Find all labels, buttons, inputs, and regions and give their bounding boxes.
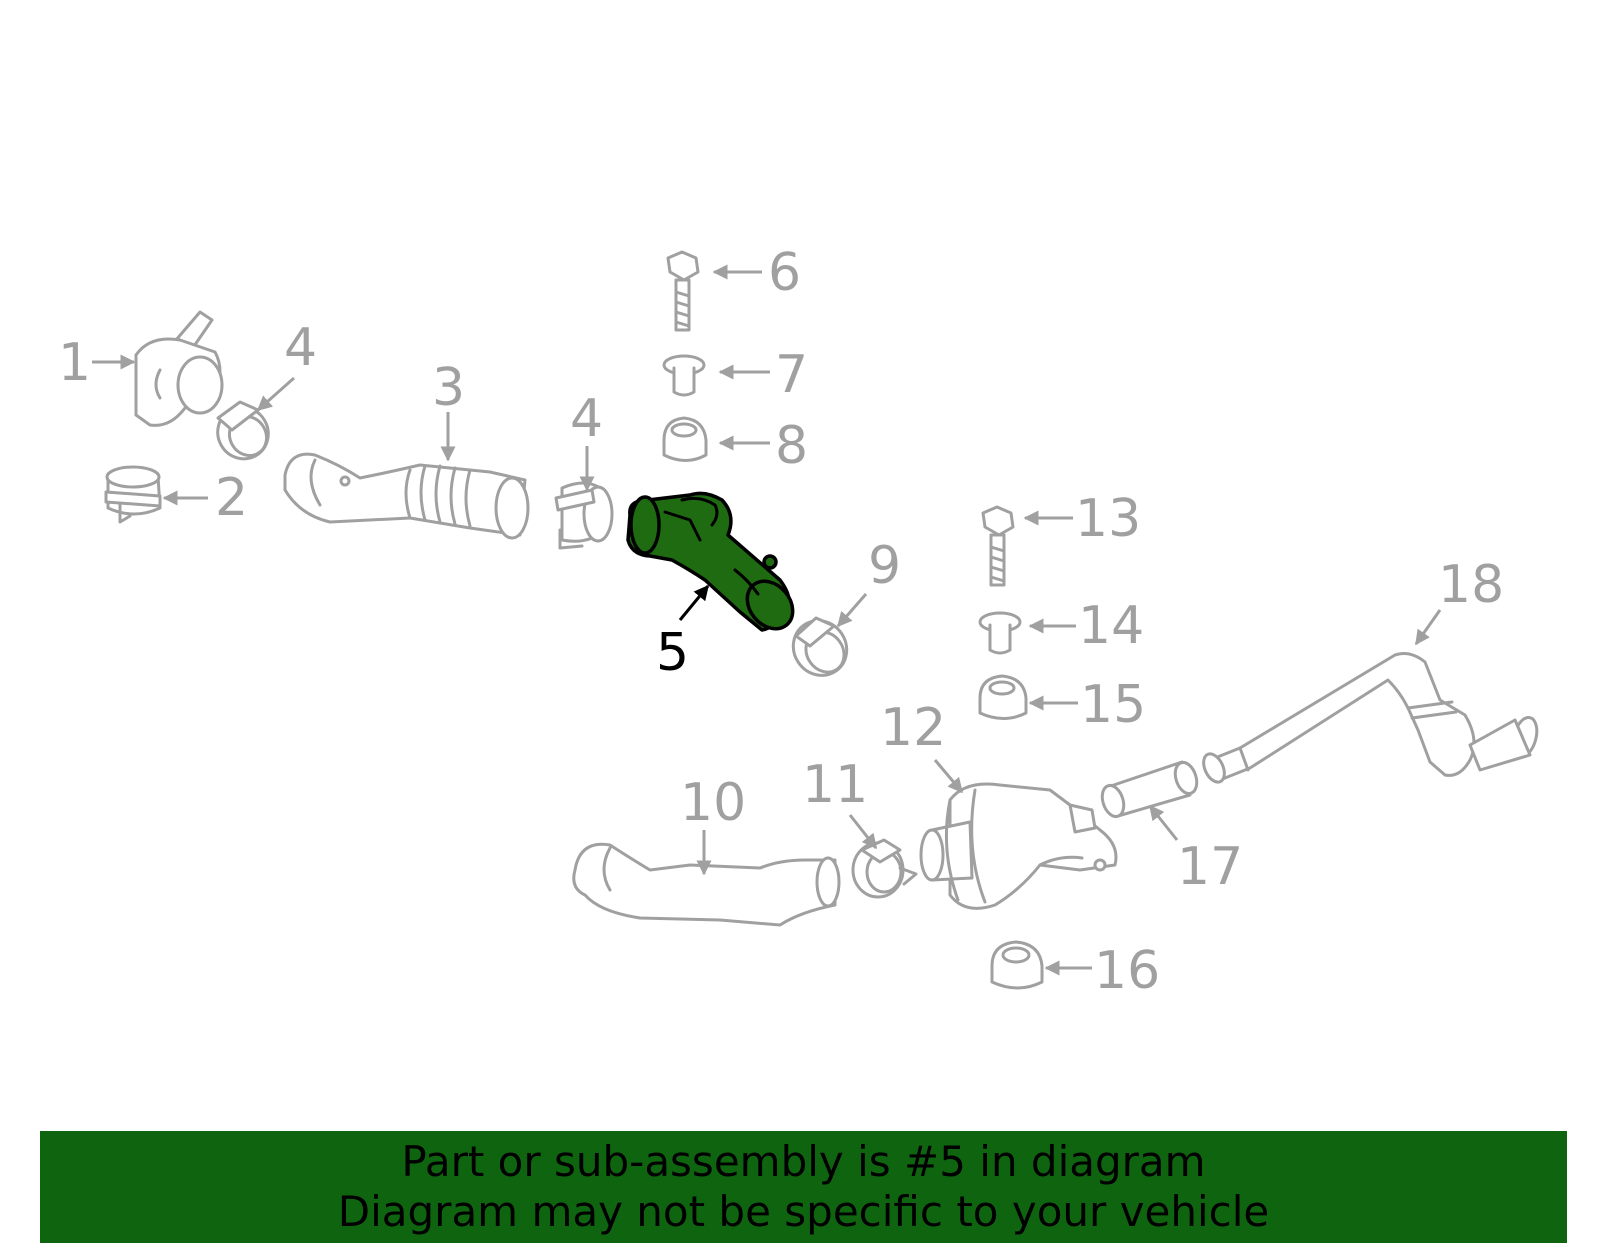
- callout-7: 7: [775, 345, 808, 405]
- callout-1: 1: [58, 333, 91, 393]
- callout-12: 12: [880, 698, 946, 758]
- banner-line-2: Diagram may not be specific to your vehi…: [337, 1187, 1270, 1236]
- part-12-housing[interactable]: [919, 782, 1118, 910]
- callout-18: 18: [1438, 555, 1504, 615]
- part-18-pipe[interactable]: [1200, 652, 1541, 786]
- part-8-bushing[interactable]: [662, 416, 708, 462]
- callout-11: 11: [802, 755, 868, 815]
- callout-4b: 4: [570, 389, 603, 449]
- part-17-pipe[interactable]: [1099, 760, 1201, 820]
- part-15-bushing[interactable]: [978, 674, 1028, 720]
- callout-10: 10: [680, 773, 746, 833]
- part-4b-clamp[interactable]: [554, 481, 614, 550]
- banner-line-1: Part or sub-assembly is #5 in diagram: [401, 1137, 1206, 1186]
- part-14-grommet[interactable]: [978, 611, 1022, 655]
- part-5-coolant-pipe[interactable]: [626, 491, 802, 637]
- callout-labels: 1 2 3 4 4 5 6 7 8 9 10 11 12 13 14 15 16…: [58, 243, 1504, 1001]
- part-10-hose[interactable]: [572, 842, 841, 927]
- callout-2: 2: [215, 468, 248, 528]
- part-16-bushing[interactable]: [990, 940, 1044, 990]
- callout-6: 6: [768, 243, 801, 303]
- callout-13: 13: [1075, 489, 1141, 549]
- callout-17: 17: [1177, 837, 1243, 897]
- callout-15: 15: [1080, 675, 1146, 735]
- callout-9: 9: [868, 536, 901, 596]
- part-7-grommet[interactable]: [662, 354, 706, 397]
- part-6-bolt[interactable]: [666, 250, 700, 332]
- part-2-clamp[interactable]: [104, 465, 162, 524]
- callout-14: 14: [1078, 596, 1144, 656]
- banner-background: [40, 1131, 1567, 1243]
- part-11-clamp[interactable]: [851, 838, 918, 899]
- info-banner: Part or sub-assembly is #5 in diagram Di…: [40, 1131, 1567, 1243]
- part-1-elbow-fitting[interactable]: [134, 310, 224, 427]
- callout-16: 16: [1094, 941, 1160, 1001]
- leader-lines: [92, 264, 1442, 976]
- callout-8: 8: [775, 416, 808, 476]
- callout-5: 5: [656, 623, 689, 683]
- callout-3: 3: [432, 358, 465, 418]
- callout-4a: 4: [284, 318, 317, 378]
- part-9-clamp[interactable]: [783, 610, 858, 686]
- part-13-bolt[interactable]: [981, 505, 1015, 587]
- part-3-hose[interactable]: [283, 452, 530, 540]
- part-4a-clamp[interactable]: [208, 398, 277, 468]
